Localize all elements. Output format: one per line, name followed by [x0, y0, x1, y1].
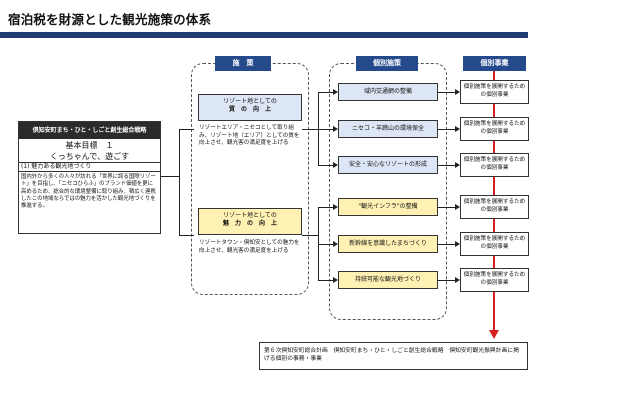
policy-box-appeal: リゾート地としての 魅 力 の 向 上 [198, 208, 302, 235]
arrow-head [333, 89, 338, 95]
project-box: 個別施策を展開するための個別事業 [460, 153, 529, 177]
project-box: 個別施策を展開するための個別事業 [460, 80, 529, 104]
arrow-head [333, 241, 338, 247]
project-box: 個別施策を展開するための個別事業 [460, 268, 529, 292]
connector [302, 235, 318, 236]
footer-note: 第６次倶知安町総合計画 倶知安町まち・ひと・しごと創生総合戦略 倶知安町観光振興… [259, 342, 528, 370]
connector [318, 165, 333, 166]
arrow-head [455, 89, 460, 95]
strategy-header: 倶知安町まち・ひと・しごと創生総合戦略 [19, 122, 160, 139]
strategy-body: 国内外から多くの人々が訪れる「世界に誇る国際リゾート」を目指し、「ニセコひらふ」… [21, 174, 156, 210]
policy-quality-title1: リゾート地としての [223, 98, 277, 105]
arrow-head [333, 126, 338, 132]
arrow-head [455, 277, 460, 283]
connector [318, 207, 333, 208]
connector [318, 129, 333, 130]
arrow-head [455, 241, 460, 247]
red-arrow-head [489, 330, 499, 339]
arrow-head [455, 162, 460, 168]
arrow-head [455, 204, 460, 210]
item-label: (1) 魅力ある観光地づくり [19, 162, 160, 172]
policy-appeal-desc: リゾートタウン・倶知安としての魅力を向上させ、観光客の満足度を上げる [199, 240, 300, 254]
policy-appeal-title1: リゾート地としての [223, 212, 277, 219]
projects-header: 個別事業 [463, 56, 526, 71]
project-box: 個別施策を展開するための個別事業 [460, 232, 529, 256]
arrow-head [455, 126, 460, 132]
connector [179, 129, 194, 130]
slogan: くっちゃんで、遊ごす [49, 152, 130, 161]
connector [438, 92, 455, 93]
arrow-head [333, 204, 338, 210]
strategy-panel: 倶知安町まち・ひと・しごと創生総合戦略 基本目標 １ くっちゃんで、遊ごす (1… [18, 121, 161, 234]
connector [438, 244, 455, 245]
connector [438, 207, 455, 208]
policy-quality-title2: 質 の 向 上 [228, 106, 271, 113]
arrow-head [333, 277, 338, 283]
policy-quality-desc: リゾートエリア・ニセコとして取り組み、リゾート地（エリア）としての質を向上させ、… [199, 125, 300, 146]
measure-box: 持続可能な観光地づくり [338, 271, 438, 289]
project-box: 個別施策を展開するための個別事業 [460, 117, 529, 141]
title-bar [0, 32, 528, 38]
project-box: 個別施策を展開するための個別事業 [460, 195, 529, 219]
policy-header: 施 策 [215, 56, 271, 71]
measure-box: "観光インフラ"の整備 [338, 198, 438, 216]
measure-box: 安全・安心なリゾートの形成 [338, 156, 438, 174]
measure-box: 域内交通網の整備 [338, 83, 438, 101]
connector [438, 129, 455, 130]
measures-header: 個別施策 [356, 56, 418, 71]
measure-box: 新幹線を意識したまちづくり [338, 235, 438, 253]
arrow-head [333, 162, 338, 168]
connector [438, 165, 455, 166]
connector [318, 280, 333, 281]
connector [318, 92, 333, 93]
policy-appeal-title2: 魅 力 の 向 上 [222, 220, 277, 227]
connector [318, 244, 333, 245]
connector [438, 280, 455, 281]
page-title: 宿泊税を財源とした観光施策の体系 [8, 12, 212, 27]
measure-box: ニセコ・羊蹄山の環境保全 [338, 120, 438, 138]
connector [179, 235, 194, 236]
goal-label: 基本目標 １ [65, 141, 114, 150]
connector [179, 129, 180, 236]
policy-box-quality: リゾート地としての 質 の 向 上 [198, 94, 302, 121]
connector [161, 176, 179, 177]
connector [302, 129, 318, 130]
